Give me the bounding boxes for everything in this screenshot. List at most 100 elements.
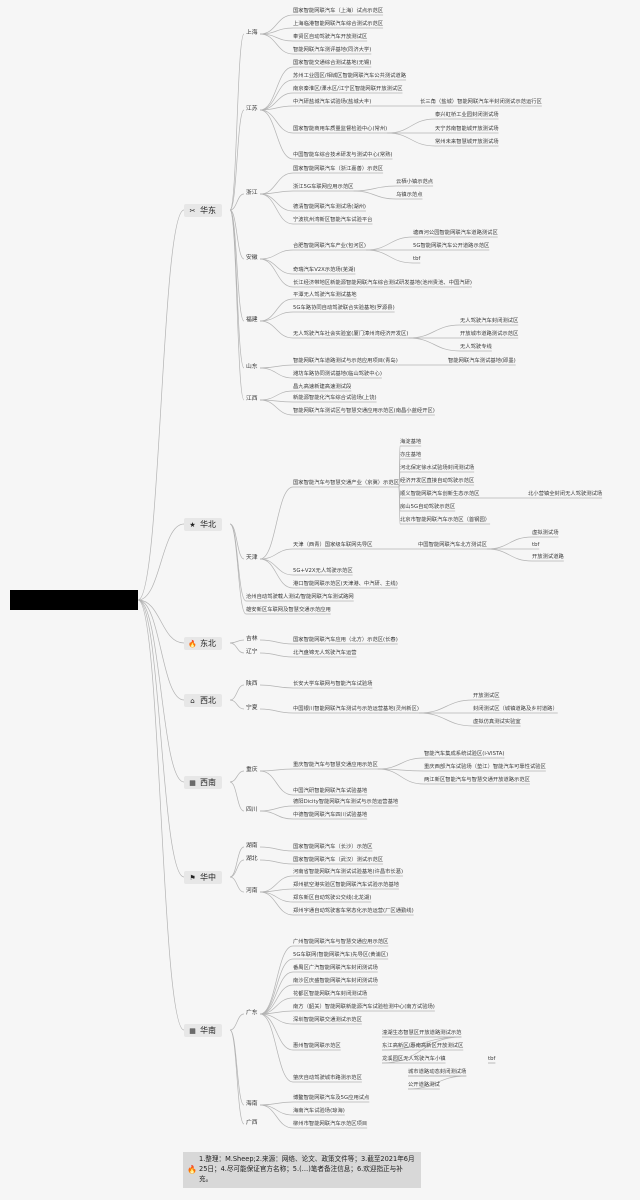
map-leaf-item: 郑州航空港实验区智能网联汽车试验示范基地: [293, 882, 399, 888]
map-leaf-item: 雄安新区车联网及智慧交通示范应用: [246, 607, 331, 613]
connector-line: [486, 548, 533, 562]
root-node: [10, 590, 138, 610]
connector-line: [229, 1029, 245, 1125]
subregion-label: 山东: [246, 364, 258, 370]
map-leaf-item: 海淀基地: [400, 439, 422, 445]
region-icon: ✂: [189, 207, 196, 215]
connector-line: [137, 523, 185, 601]
map-leaf-item: 宁波杭州湾新区智能汽车试验平台: [293, 217, 373, 223]
map-leaf-item: 中汽研盐城汽车试验场(盐城大丰): [293, 99, 372, 105]
region-label: 华中: [200, 873, 216, 882]
map-leaf-item: 云栖小镇示范点: [396, 179, 434, 185]
connector-line: [259, 768, 294, 772]
map-leaf-item: 开放测试区: [473, 693, 500, 699]
connector-line: [229, 876, 245, 893]
map-leaf-item: tbf: [413, 256, 421, 262]
map-leaf-item: 潍坊车路协同测试基地(临山驾驶中心): [293, 371, 382, 377]
map-leaf-item: 东江高新区/惠南高新区开放测试区: [382, 1043, 464, 1049]
connector-line: [259, 652, 294, 658]
region-label: 西北: [200, 696, 216, 705]
connector-line: [377, 757, 425, 770]
map-leaf-item: 深圳智能网联交通测试示范区: [293, 1017, 362, 1023]
connector-line: [398, 486, 401, 525]
connector-line: [259, 364, 294, 369]
map-leaf-item: 5G车路协同自动驾驶联合实验基地(罗源县): [293, 305, 395, 311]
connector-line: [259, 888, 294, 893]
connector-line: [229, 859, 245, 878]
connector-line: [259, 33, 294, 55]
connector-line: [407, 1075, 467, 1090]
map-leaf-item: 虚拟仿真测试实验室: [473, 719, 521, 725]
map-leaf-item: 海南汽车试验场(琼海): [293, 1108, 345, 1114]
map-leaf-item: 长江经济带地区新能源智能网联汽车综合测试研发基地(池州贵池、中国汽研): [293, 280, 472, 286]
map-leaf-item: 智能网联汽车测评基地(同济大学): [293, 47, 372, 53]
subregion-label: 陕西: [246, 681, 258, 687]
subregion-label: 浙江: [246, 190, 258, 196]
connector-line: [259, 945, 294, 1015]
connector-line: [259, 1013, 294, 1051]
connector-line: [137, 599, 185, 783]
region-label: 东北: [200, 639, 216, 648]
fire-icon: 🔥: [187, 1165, 197, 1174]
connector-line: [259, 1013, 294, 1025]
region-node: ⚑华中: [184, 871, 222, 884]
map-leaf-item: 惠州智能网联示范区: [293, 1043, 341, 1049]
connector-line: [259, 558, 294, 576]
subregion-label: 河南: [246, 888, 258, 894]
connector-line: [259, 367, 294, 379]
map-leaf-item: 亦庄基地: [400, 452, 422, 458]
map-leaf-item: 番禺区广汽智能网联汽车封闭测试场: [293, 965, 378, 971]
map-leaf-item: 河北保定徐水试验场封闭测试场: [400, 465, 475, 471]
region-node: ⌂西北: [184, 694, 222, 707]
map-leaf-item: 国家智能网联汽车应用（北方）示范区(长春): [293, 637, 398, 643]
map-leaf-item: 沧州自动驾驶载人测试/智能网联汽车测试路网: [246, 594, 354, 600]
map-leaf-item: tbf: [488, 1056, 496, 1062]
map-leaf-item: 上海临港智能网联汽车综合测试示范区: [293, 21, 384, 27]
subregion-label: 福建: [246, 317, 258, 323]
map-leaf-item: 国家智能汽车与智慧交通产业（京冀）示范区: [293, 480, 399, 486]
map-leaf-item: 国家智能网联汽车（长沙）示范区: [293, 844, 373, 850]
map-leaf-item: 潼湖生态智慧区开放道路测试示范: [382, 1030, 462, 1036]
connector-line: [259, 971, 294, 1015]
map-leaf-item: 智能网联汽车测试基地(即墨): [448, 358, 516, 364]
map-leaf-item: 肇庆自动驾驶城市路测示范区: [293, 1075, 362, 1081]
connector-line: [259, 558, 294, 589]
connector-line: [259, 805, 294, 812]
connector-line: [229, 109, 245, 211]
map-leaf-item: 合肥智能网联汽车产业(包河区): [293, 243, 366, 249]
connector-line: [418, 712, 474, 727]
map-leaf-item: 5G+V2X无人驾驶示范区: [293, 568, 353, 574]
footnote-text: 1.整理：M.Sheep;2.来源：网络、论文、政策文件等；3.截至2021年6…: [199, 1155, 415, 1183]
map-leaf-item: 无人驾驶汽车社会实验室(厦门漳州湾经济开发区): [293, 331, 409, 337]
connector-line: [229, 209, 245, 401]
map-leaf-item: 德清智能网联汽车测试场(湖州): [293, 204, 366, 210]
map-leaf-item: 国家智能商用车质量监督检验中心(常州): [293, 126, 388, 132]
map-leaf-item: 平潭无人驾驶汽车测试基地: [293, 292, 357, 298]
connector-line: [259, 109, 294, 160]
map-leaf-item: 花都区智能网联汽车封闭测试场: [293, 991, 368, 997]
connector-line: [259, 486, 294, 560]
region-label: 华北: [200, 520, 216, 529]
connector-line: [229, 1013, 245, 1031]
connector-line: [229, 639, 245, 644]
connector-line: [353, 185, 397, 192]
connector-line: [259, 846, 294, 852]
connector-line: [387, 118, 436, 134]
map-leaf-item: 国家智能交通综合测试基地(无锡): [293, 60, 372, 66]
connector-line: [137, 599, 185, 878]
connector-line: [229, 684, 245, 701]
subregion-label: 安徽: [246, 255, 258, 261]
map-leaf-item: 河南省智能网联汽车测试试验基地(许昌市长葛): [293, 869, 404, 875]
map-leaf-item: 智能网联汽车测试区与智慧交通应用示范区(南昌小蓝经开区): [293, 408, 435, 414]
map-leaf-item: 开放城市道路测试示范区: [460, 331, 519, 337]
region-node: ▦华南: [184, 1024, 222, 1037]
subregion-label: 湖南: [246, 843, 258, 849]
map-leaf-item: 天津（西青）国家级车联网先导区: [293, 542, 373, 548]
map-leaf-item: 北小营镇全封闭无人驾驶测试场: [528, 491, 603, 497]
map-leaf-item: 两江新区智能汽车与智慧交通开放道路示范区: [424, 777, 530, 783]
connector-line: [259, 891, 294, 903]
map-leaf-item: 南方（韶关）智能网联新能源汽车试验检测中心(南方试验场): [293, 1004, 435, 1010]
region-icon: 🔥: [188, 640, 197, 648]
region-node: 🔥东北: [184, 637, 222, 650]
region-label: 华南: [200, 1026, 216, 1035]
